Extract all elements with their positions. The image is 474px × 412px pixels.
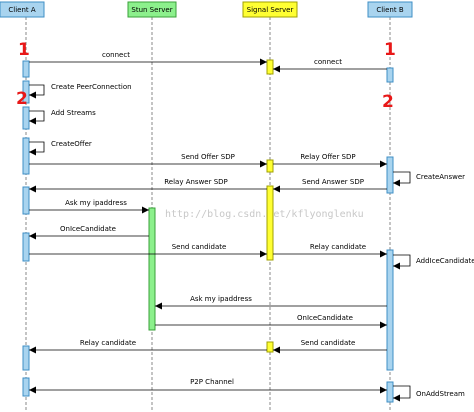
activation-stun-server: [148, 207, 156, 331]
activation-client-a: [22, 60, 30, 78]
arrow-create-offer: [29, 141, 45, 156]
label-send-answer-sdp: Send Answer SDP: [302, 178, 364, 186]
activation-client-a: [22, 186, 30, 215]
activation-client-b: [386, 249, 394, 371]
label-relay-candidate-a: Relay candidate: [80, 339, 136, 347]
label-on-ice-candidate-b: OnIceCandidate: [297, 314, 353, 322]
watermark: http://blog.csdn.net/kflyonglenku: [165, 209, 364, 220]
label-send-offer-sdp: Send Offer SDP: [181, 153, 235, 161]
message-labels: connect connect Create PeerConnection Ad…: [51, 51, 474, 398]
label-send-candidate-b: Send candidate: [301, 339, 356, 347]
participant-client-a: Client A: [0, 1, 45, 18]
step-marker-a2: 2: [16, 89, 28, 109]
arrow-add-streams: [29, 110, 45, 125]
label-create-offer: CreateOffer: [51, 140, 92, 148]
label-connect-b: connect: [314, 58, 342, 66]
arrow-on-add-stream: [393, 385, 411, 402]
label-create-answer: CreateAnswer: [416, 173, 465, 181]
activation-client-b: [386, 381, 394, 403]
label-p2p-channel: P2P Channel: [190, 378, 234, 386]
client-a-label: Client A: [8, 6, 35, 14]
client-b-label: Client B: [376, 6, 403, 14]
step-marker-a1: 1: [18, 40, 30, 60]
activation-signal-server: [266, 341, 274, 353]
step-marker-b1: 1: [384, 40, 396, 60]
signal-server-label: Signal Server: [247, 6, 294, 14]
arrow-create-peer-connection: [29, 84, 45, 99]
activation-signal-server: [266, 159, 274, 173]
activation-client-a: [22, 345, 30, 371]
activation-client-b: [386, 156, 394, 194]
activation-signal-server: [266, 185, 274, 261]
participant-client-b: Client B: [367, 1, 413, 18]
participant-stun-server: Stun Server: [127, 1, 177, 18]
label-on-add-stream: OnAddStream: [416, 390, 465, 398]
activation-client-a: [22, 106, 30, 130]
activation-client-a: [22, 232, 30, 262]
messages: [29, 58, 411, 402]
label-relay-candidate-b: Relay candidate: [310, 243, 366, 251]
activation-client-a: [22, 377, 30, 397]
label-send-candidate-a: Send candidate: [172, 243, 227, 251]
stun-server-label: Stun Server: [131, 6, 172, 14]
arrow-add-ice-candidate: [393, 254, 411, 270]
participant-signal-server: Signal Server: [242, 1, 298, 18]
label-connect-a: connect: [102, 51, 130, 59]
activation-bars: [22, 59, 394, 403]
activation-client-a: [22, 137, 30, 175]
label-add-ice-candidate: AddIceCandidate: [416, 257, 474, 265]
label-on-ice-candidate-a: OnIceCandidate: [60, 225, 116, 233]
label-ask-ip-b: Ask my ipaddress: [190, 295, 252, 303]
label-relay-answer-sdp: Relay Answer SDP: [164, 178, 228, 186]
step-marker-b2: 2: [382, 92, 394, 112]
label-relay-offer-sdp: Relay Offer SDP: [300, 153, 355, 161]
activation-signal-server: [266, 59, 274, 75]
arrow-create-answer: [393, 171, 411, 187]
label-ask-ip-a: Ask my ipaddress: [65, 199, 127, 207]
label-create-peer-connection: Create PeerConnection: [51, 83, 132, 91]
label-add-streams: Add Streams: [51, 109, 96, 117]
activation-client-b: [386, 67, 394, 83]
